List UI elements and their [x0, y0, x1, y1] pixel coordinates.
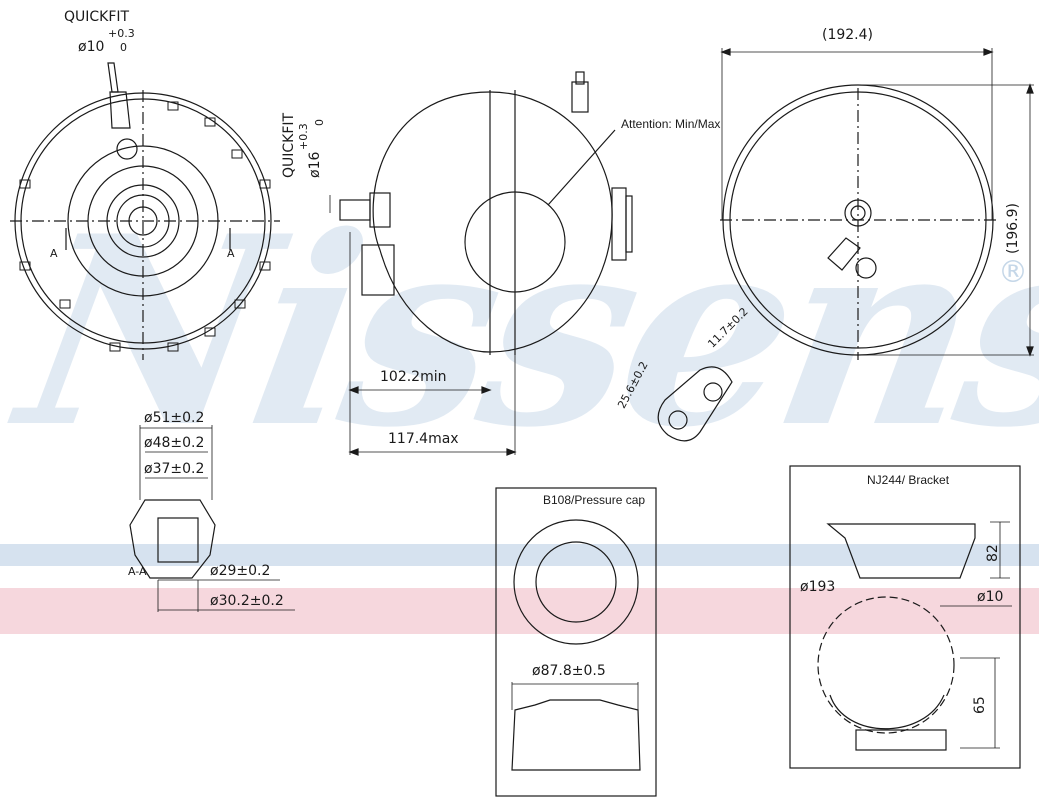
quickfit-label-side: QUICKFIT — [281, 112, 297, 178]
quickfit-label-left: QUICKFIT — [64, 9, 130, 25]
connector-detail — [657, 366, 733, 442]
diameter-label-left: ø10 — [78, 39, 105, 55]
bracket-height-65: 65 — [972, 696, 988, 714]
dimension-width-192: (192.4) — [822, 27, 874, 43]
bracket-diameter-10: ø10 — [977, 589, 1004, 605]
section-mark-right: A — [227, 247, 235, 260]
section-diameter-51: ø51±0.2 — [144, 410, 205, 426]
blue-band — [0, 544, 1039, 566]
tolerance-upper-side: +0.3 — [297, 123, 310, 150]
section-diameter-37: ø37±0.2 — [144, 461, 205, 477]
tolerance-lower-side: 0 — [313, 119, 326, 126]
section-diameter-48: ø48±0.2 — [144, 435, 205, 451]
red-band — [0, 588, 1039, 634]
top-view-right — [720, 48, 1034, 360]
pressure-cap-frame — [495, 487, 657, 797]
diameter-label-side: ø16 — [307, 151, 323, 178]
section-aa-detail — [129, 425, 295, 612]
section-label-aa: A-A — [128, 565, 147, 578]
section-diameter-30: ø30.2±0.2 — [210, 593, 284, 609]
tolerance-lower-left: 0 — [120, 41, 127, 54]
front-view-left — [10, 62, 280, 360]
pressure-cap-title: B108/Pressure cap — [543, 493, 646, 507]
bracket-title: NJ244/ Bracket — [867, 473, 950, 487]
dimension-102-min: 102.2min — [380, 369, 447, 385]
dimension-height-196: (196.9) — [1005, 202, 1021, 254]
section-mark-left: A — [50, 247, 58, 260]
section-diameter-29: ø29±0.2 — [210, 563, 271, 579]
pressure-cap-diameter: ø87.8±0.5 — [532, 663, 606, 679]
tolerance-upper-left: +0.3 — [108, 27, 135, 40]
side-view — [329, 71, 633, 456]
bracket-height-82: 82 — [985, 544, 1001, 562]
registered-mark: ® — [998, 255, 1028, 290]
attention-min-max-label: Attention: Min/Max — [621, 117, 721, 131]
dimension-117-max: 117.4max — [388, 431, 459, 447]
bracket-frame — [789, 465, 1021, 769]
bracket-diameter-193: ø193 — [800, 579, 836, 595]
